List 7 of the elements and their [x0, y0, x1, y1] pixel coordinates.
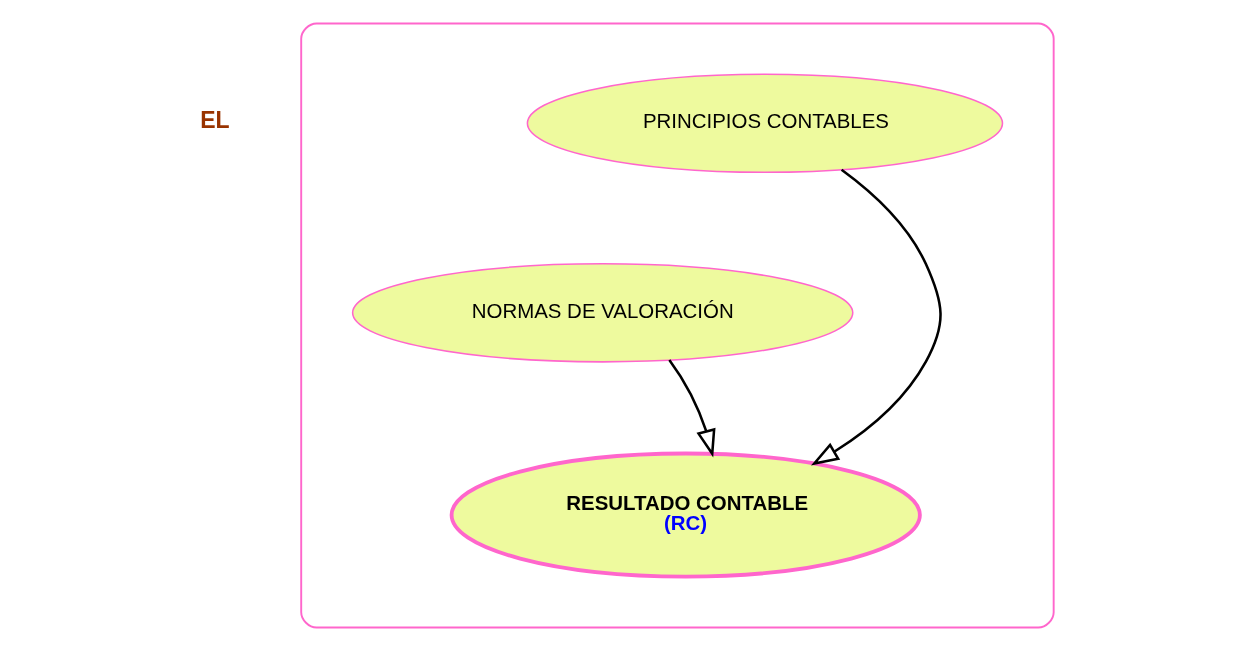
node-ellipse: NORMAS DE VALORACIÓN — [351, 263, 854, 363]
node-ellipse: PRINCIPIOS CONTABLES — [526, 73, 1004, 174]
arrow — [810, 168, 942, 466]
label: EL — [200, 106, 230, 133]
cluster — [300, 22, 1055, 629]
node-ellipse: RESULTADO CONTABLE (RC) — [449, 451, 922, 579]
arrow — [668, 359, 716, 458]
